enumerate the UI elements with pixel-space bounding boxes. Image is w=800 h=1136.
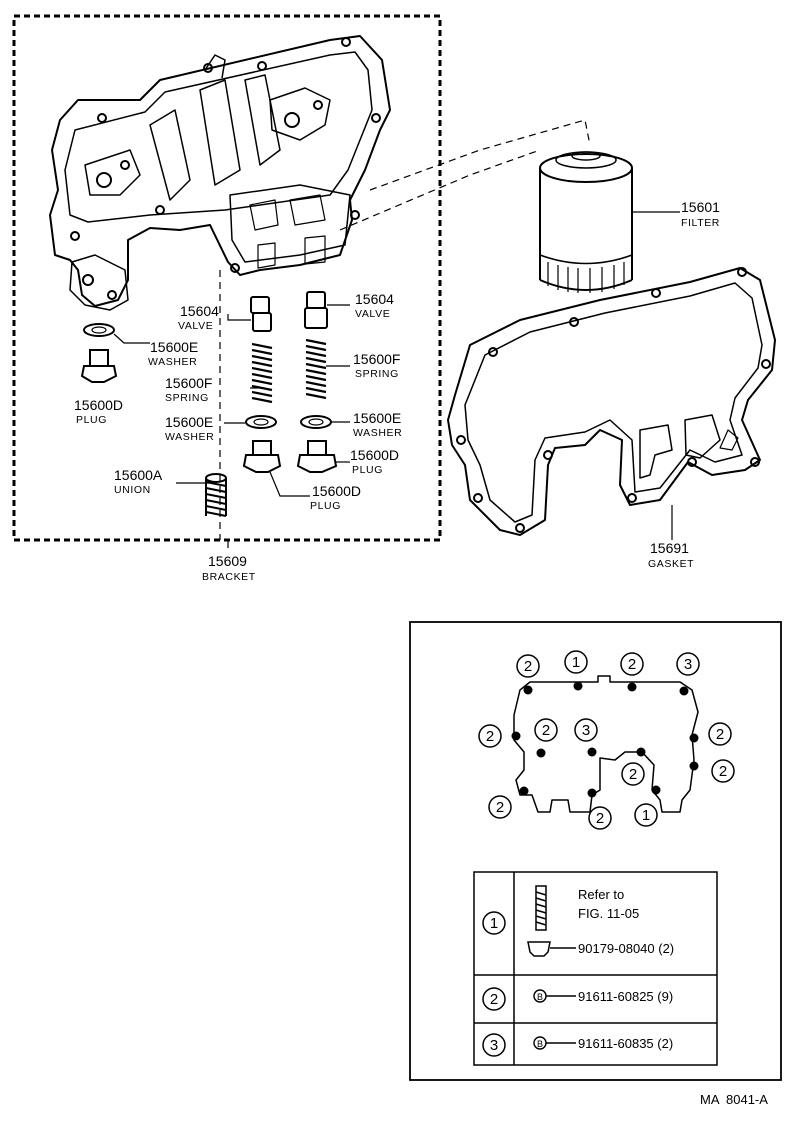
marker-label: 1 — [642, 807, 650, 824]
plug-right — [296, 440, 338, 473]
spring-right — [305, 338, 327, 400]
plug-right-part-name: PLUG — [352, 464, 383, 476]
label-gasket: 15691 GASKET — [648, 540, 694, 570]
marker-label: 2 — [524, 658, 532, 675]
label-washer-left: 15600E WASHER — [165, 414, 214, 443]
label-washer-top: 15600E WASHER — [148, 339, 198, 368]
figure-code: MA 8041-A — [700, 1092, 768, 1107]
washer-top-part-number: 15600E — [150, 339, 198, 355]
label-spring-left: 15600F SPRING — [165, 375, 212, 404]
label-washer-right: 15600E WASHER — [353, 410, 402, 439]
plug-right-part-number: 15600D — [350, 447, 399, 463]
left-washer-top — [83, 323, 115, 337]
gasket-part-name: GASKET — [648, 558, 694, 570]
bolt-table — [473, 871, 718, 1066]
plug-top-part-number: 15600D — [74, 397, 123, 413]
label-bracket: 15609 BRACKET — [202, 553, 256, 583]
table-key: 2 — [490, 991, 498, 1008]
label-valve-right: 15604 VALVE — [355, 291, 394, 320]
table-part-number: 91611-60825 (9) — [578, 989, 673, 1004]
spring-left-part-name: SPRING — [165, 392, 209, 404]
bracket-housing — [49, 35, 391, 311]
marker-label: 2 — [628, 656, 636, 673]
valve-right — [304, 291, 328, 329]
marker-label: 2 — [596, 810, 604, 827]
bolt-head-icon: B — [533, 1036, 576, 1050]
valve-left-part-name: VALVE — [178, 320, 213, 332]
spring-left — [251, 342, 273, 404]
stud-bolt-icon — [535, 885, 547, 931]
label-filter: 15601 FILTER — [681, 199, 720, 229]
plug-left — [242, 440, 282, 473]
table-key: 3 — [490, 1037, 498, 1054]
marker-label: 2 — [719, 763, 727, 780]
marker-label: 1 — [572, 654, 580, 671]
filter-part-name: FILTER — [681, 217, 720, 229]
washer-right-part-name: WASHER — [353, 427, 402, 439]
plug-bottom-part-name: PLUG — [310, 500, 341, 512]
washer-left-part-name: WASHER — [165, 431, 214, 443]
washer-left-part-number: 15600E — [165, 414, 213, 430]
plug-top-part-name: PLUG — [76, 414, 107, 426]
label-spring-right: 15600F SPRING — [353, 351, 400, 380]
marker-label: 3 — [684, 656, 692, 673]
bolt-position-markers — [478, 650, 735, 830]
plug-bottom-part-number: 15600D — [312, 483, 361, 499]
refer-to-text: Refer to — [578, 887, 624, 902]
marker-label: 2 — [629, 766, 637, 783]
table-key: 1 — [490, 915, 498, 932]
refer-fig-text: FIG. 11-05 — [578, 906, 639, 921]
bracket-part-number: 15609 — [208, 553, 247, 569]
marker-label: 2 — [486, 728, 494, 745]
marker-label: 2 — [716, 726, 724, 743]
bolt-holes — [511, 681, 699, 798]
label-union: 15600A UNION — [114, 467, 163, 496]
filter-part-number: 15601 — [681, 199, 720, 215]
union-part-number: 15600A — [114, 467, 163, 483]
valve-left — [250, 296, 272, 332]
gasket — [447, 267, 776, 536]
gasket-part-number: 15691 — [650, 540, 689, 556]
valve-left-part-number: 15604 — [180, 303, 219, 319]
nut-icon — [527, 941, 576, 957]
bracket-part-name: BRACKET — [202, 571, 256, 583]
bolt-head-icon: B — [533, 989, 576, 1003]
union-fitting — [205, 473, 227, 517]
left-plug-top — [80, 349, 118, 383]
washer-right — [300, 415, 332, 429]
spring-left-part-number: 15600F — [165, 375, 212, 391]
bolt-badge: B — [537, 1039, 543, 1049]
spring-right-part-number: 15600F — [353, 351, 400, 367]
table-part-number: 91611-60835 (2) — [578, 1036, 673, 1051]
label-plug-right: 15600D PLUG — [350, 447, 399, 476]
label-plug-top: 15600D PLUG — [74, 397, 123, 426]
marker-label: 3 — [582, 722, 590, 739]
marker-label: 2 — [496, 799, 504, 816]
washer-right-part-number: 15600E — [353, 410, 401, 426]
spring-right-part-name: SPRING — [355, 368, 399, 380]
washer-left — [245, 415, 277, 429]
bolt-table-keys: 1 2 3 — [490, 915, 498, 1054]
oil-filter — [539, 151, 633, 293]
washer-top-part-name: WASHER — [148, 356, 197, 368]
bolt-badge: B — [537, 992, 543, 1002]
bolt-layout-outline — [513, 675, 699, 813]
bolt-diagram-panel — [409, 621, 782, 1081]
label-valve-left: 15604 VALVE — [178, 303, 219, 332]
label-plug-bottom: 15600D PLUG — [310, 483, 361, 512]
bolt-position-marker-labels: 2 1 2 3 2 2 3 2 2 2 2 2 1 — [486, 654, 727, 827]
bracket-dashed-boundary — [12, 14, 442, 542]
valve-right-part-name: VALVE — [355, 308, 390, 320]
union-part-name: UNION — [114, 484, 151, 496]
valve-right-part-number: 15604 — [355, 291, 394, 307]
table-part-number: 90179-08040 (2) — [578, 941, 674, 956]
marker-label: 2 — [542, 722, 550, 739]
leader-lines — [113, 211, 680, 548]
filter-alignment-lines — [219, 119, 591, 540]
